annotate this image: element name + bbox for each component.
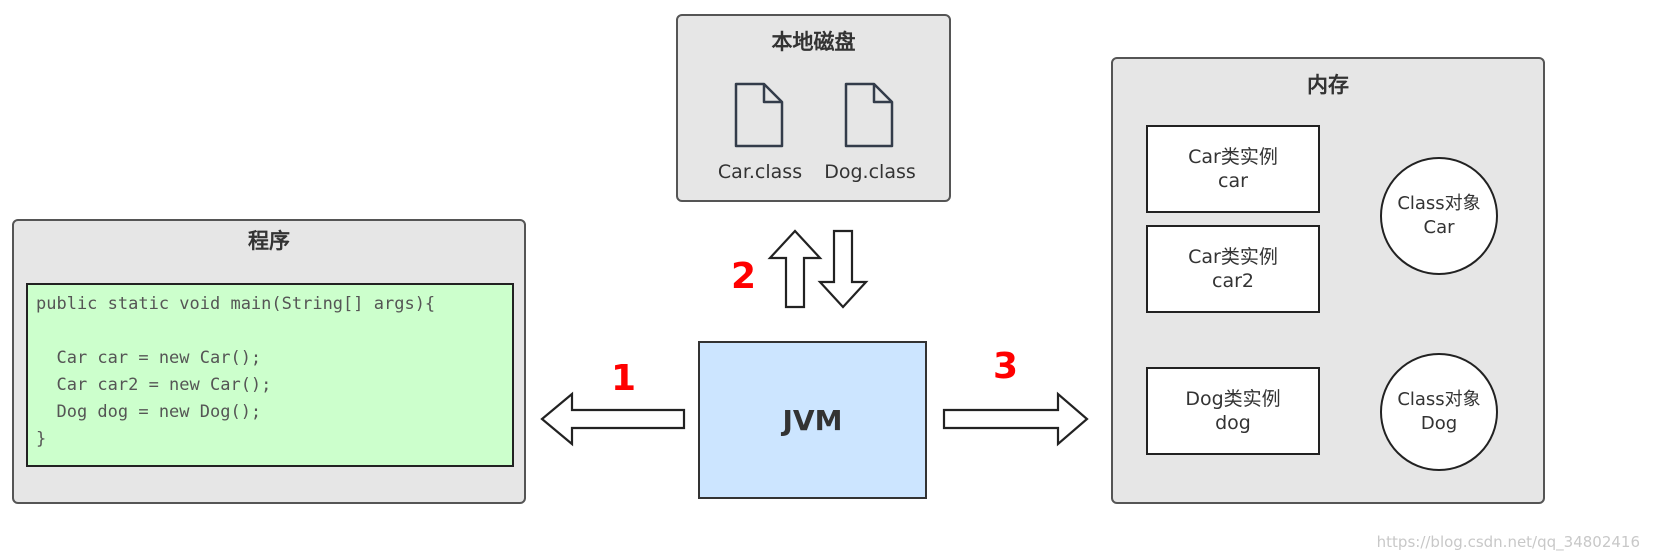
- file-label-car: Car.class: [717, 161, 803, 183]
- instance-type: Dog类实例: [1185, 388, 1281, 410]
- code-line: Car car = new Car();: [36, 348, 262, 368]
- memory-title: 内存: [1307, 73, 1349, 97]
- class-object-label: Class对象: [1397, 389, 1481, 410]
- instance-type: Car类实例: [1188, 146, 1278, 168]
- step-number-1: 1: [611, 358, 637, 399]
- class-object-label: Class对象: [1397, 193, 1481, 214]
- code-line: Dog dog = new Dog();: [36, 402, 262, 422]
- class-object-name: Dog: [1420, 413, 1458, 434]
- file-icon: [734, 82, 784, 148]
- instance-name: car2: [1212, 270, 1254, 292]
- up-arrow: [767, 229, 823, 309]
- program-title: 程序: [248, 229, 290, 253]
- jvm-box: JVM: [698, 341, 927, 499]
- memory-panel: 内存 Car类实例 car Car类实例 car2 Dog类实例 dog Cla…: [1111, 57, 1545, 504]
- program-panel: 程序 public static void main(String[] args…: [12, 219, 526, 504]
- jvm-label: JVM: [782, 403, 843, 437]
- watermark: https://blog.csdn.net/qq_34802416: [1376, 533, 1640, 551]
- right-arrow: [942, 391, 1089, 447]
- code-line: }: [36, 429, 47, 449]
- step-number-3: 3: [993, 346, 1019, 387]
- class-object-name: Car: [1423, 217, 1455, 238]
- disk-title: 本地磁盘: [771, 30, 856, 54]
- step-number-2: 2: [731, 256, 757, 297]
- code-block: public static void main(String[] args){ …: [26, 283, 514, 467]
- instance-box-car2: Car类实例 car2: [1146, 225, 1320, 313]
- code-line: public static void main(String[] args){: [36, 294, 436, 314]
- left-arrow: [540, 391, 686, 447]
- class-object-dog: Class对象 Dog: [1380, 353, 1498, 471]
- disk-panel: 本地磁盘 Car.class Dog.class: [676, 14, 951, 202]
- file-label-dog: Dog.class: [824, 161, 916, 183]
- class-object-car: Class对象 Car: [1380, 157, 1498, 275]
- instance-type: Car类实例: [1188, 246, 1278, 268]
- instance-name: car: [1218, 170, 1248, 192]
- file-icon: [844, 82, 894, 148]
- down-arrow: [817, 229, 869, 309]
- instance-box-car: Car类实例 car: [1146, 125, 1320, 213]
- instance-name: dog: [1215, 412, 1251, 434]
- code-line: Car car2 = new Car();: [36, 375, 272, 395]
- instance-box-dog: Dog类实例 dog: [1146, 367, 1320, 455]
